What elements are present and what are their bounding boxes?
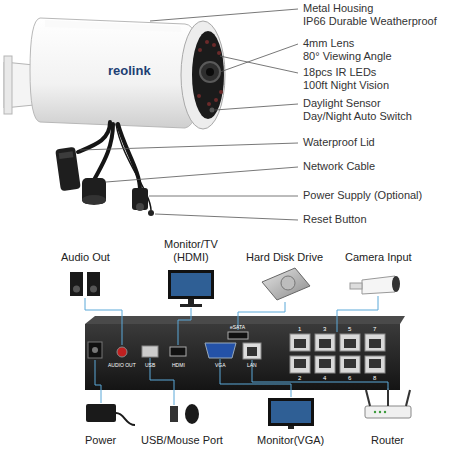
port-label: USB/Mouse Port bbox=[141, 434, 223, 447]
label-slot: Camera Input bbox=[345, 251, 412, 264]
panel-marking: LAN bbox=[247, 363, 257, 369]
port-number: 7 bbox=[373, 326, 376, 333]
port-number: 3 bbox=[323, 326, 326, 333]
brand-logo: reolink bbox=[108, 64, 151, 79]
port-number: 8 bbox=[373, 375, 376, 382]
port-label: Hard Disk Drive bbox=[246, 251, 323, 264]
label-slot: reolink bbox=[108, 64, 151, 79]
label-slot: HDMI bbox=[172, 363, 185, 369]
label-slot: 6 bbox=[348, 375, 351, 382]
label-slot: 80° Viewing Angle bbox=[303, 50, 392, 63]
callout-detail: 100ft Night Vision bbox=[303, 79, 389, 92]
label-slot: 4 bbox=[323, 375, 326, 382]
panel-marking: USB bbox=[145, 363, 155, 369]
label-slot: 100ft Night Vision bbox=[303, 79, 389, 92]
port-number: 4 bbox=[323, 375, 326, 382]
label-slot: Reset Button bbox=[303, 213, 367, 226]
label-slot: 8 bbox=[373, 375, 376, 382]
label-slot: VGA bbox=[215, 363, 226, 369]
label-slot: Power Supply (Optional) bbox=[303, 189, 422, 202]
label-slot: Audio Out bbox=[61, 251, 110, 264]
label-slot: 5 bbox=[348, 326, 351, 333]
label-slot: 18pcs IR LEDs bbox=[303, 66, 376, 79]
callout-title: Reset Button bbox=[303, 213, 367, 226]
port-label: Audio Out bbox=[61, 251, 110, 264]
label-slot: Network Cable bbox=[303, 160, 375, 173]
port-number: 6 bbox=[348, 375, 351, 382]
callout-detail: IP66 Durable Weatherproof bbox=[303, 15, 437, 28]
panel-marking: eSATA bbox=[230, 325, 245, 331]
label-slot: Monitor/TV (HDMI) bbox=[158, 238, 224, 263]
label-slot: Power bbox=[85, 434, 116, 447]
port-label: Camera Input bbox=[345, 251, 412, 264]
panel-marking: HDMI bbox=[172, 363, 185, 369]
callout-title: 4mm Lens bbox=[303, 37, 354, 50]
label-slot: IP66 Durable Weatherproof bbox=[303, 15, 437, 28]
port-label: Monitor(VGA) bbox=[257, 434, 324, 447]
label-slot: AUDIO OUT bbox=[108, 363, 136, 369]
label-slot: Metal Housing bbox=[303, 2, 373, 15]
port-label: Power bbox=[85, 434, 116, 447]
callout-title: Metal Housing bbox=[303, 2, 373, 15]
label-slot: USB bbox=[145, 363, 155, 369]
port-number: 1 bbox=[298, 326, 301, 333]
callout-title: Network Cable bbox=[303, 160, 375, 173]
callout-title: 18pcs IR LEDs bbox=[303, 66, 376, 79]
port-number: 5 bbox=[348, 326, 351, 333]
label-slot: LAN bbox=[247, 363, 257, 369]
callout-detail: 80° Viewing Angle bbox=[303, 50, 392, 63]
label-slot: 4mm Lens bbox=[303, 37, 354, 50]
label-slot: Day/Night Auto Switch bbox=[303, 110, 412, 123]
callout-title: Daylight Sensor bbox=[303, 97, 381, 110]
label-slot: Router bbox=[371, 434, 404, 447]
label-slot: 7 bbox=[373, 326, 376, 333]
label-slot: 3 bbox=[323, 326, 326, 333]
port-label: Router bbox=[371, 434, 404, 447]
panel-marking: AUDIO OUT bbox=[108, 363, 136, 369]
label-slot: 1 bbox=[298, 326, 301, 333]
panel-marking: VGA bbox=[215, 363, 226, 369]
port-number: 2 bbox=[298, 375, 301, 382]
port-label: Monitor/TV (HDMI) bbox=[158, 238, 224, 263]
label-slot: Monitor(VGA) bbox=[257, 434, 324, 447]
callout-detail: Day/Night Auto Switch bbox=[303, 110, 412, 123]
label-slot: Waterproof Lid bbox=[303, 136, 375, 149]
label-slot: Daylight Sensor bbox=[303, 97, 381, 110]
label-slot: 2 bbox=[298, 375, 301, 382]
label-slot: eSATA bbox=[230, 325, 245, 331]
callout-title: Power Supply (Optional) bbox=[303, 189, 422, 202]
callout-title: Waterproof Lid bbox=[303, 136, 375, 149]
label-slot: USB/Mouse Port bbox=[141, 434, 223, 447]
label-slot: Hard Disk Drive bbox=[246, 251, 323, 264]
